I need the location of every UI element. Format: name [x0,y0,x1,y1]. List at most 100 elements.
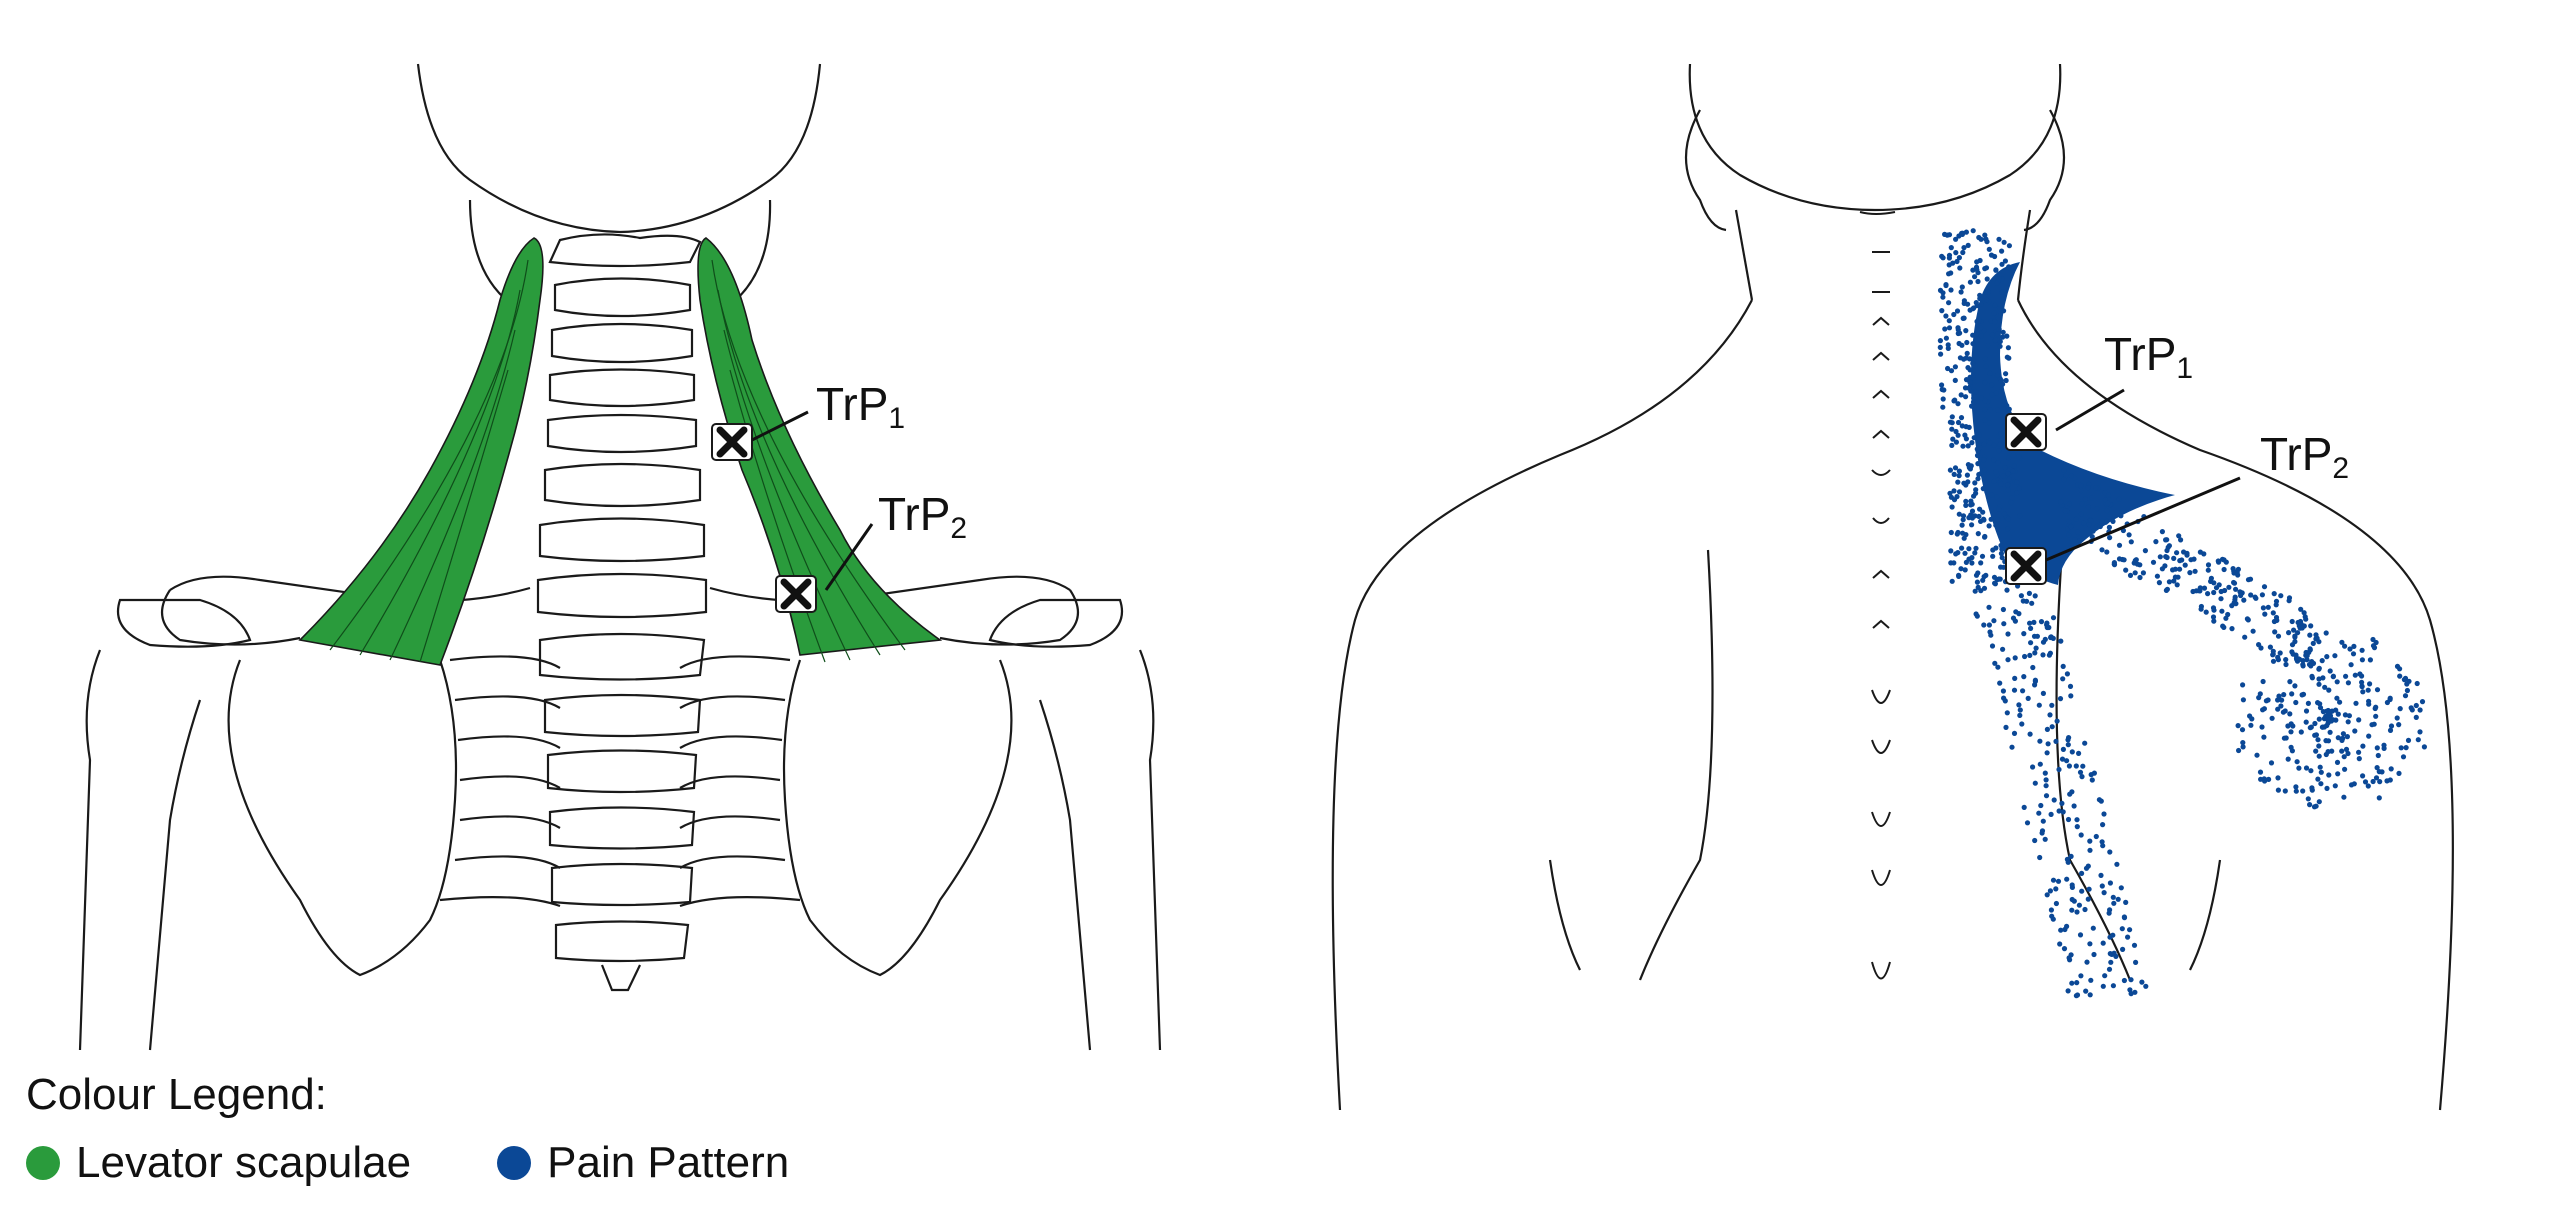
pain-dot [1977,257,1983,264]
pain-dot [1968,512,1974,518]
legend-swatch-pain-pattern [497,1146,532,1180]
pain-dot [2019,721,2025,727]
pain-dot [2119,926,2125,932]
pain-dot [2043,793,2050,799]
pain-dot [2088,977,2094,983]
pain-dot [1991,442,1997,448]
pain-dot [1943,335,1949,341]
pain-dot [2332,653,2338,659]
pain-dot [1995,460,2001,466]
vertebral-column [536,233,708,992]
pain-dot [2260,678,2266,685]
pain-dot [2211,589,2217,596]
pain-dot [1939,308,1945,314]
pain-dot [2001,564,2007,570]
pain-dot [2001,239,2007,245]
pain-dot [2006,455,2012,461]
pain-dot [1995,331,2001,337]
pain-dot [2296,765,2302,771]
pain-dot [2110,518,2116,525]
pain-dot [1976,513,1982,520]
pain-dot [2342,712,2348,718]
pain-dot [2260,605,2266,611]
pain-dot [1963,394,1969,400]
pain-dot [2315,776,2321,782]
pain-dot [2345,680,2351,686]
pain-dot [2017,712,2023,719]
pain-dot [2069,884,2075,891]
pain-dot [2324,654,2330,660]
pain-dot [2376,795,2382,801]
pain-dot [2298,729,2304,735]
pain-dot [2106,966,2113,972]
pain-dot [1939,386,1945,393]
pain-dot [2111,560,2117,566]
pain-dot [1942,326,1948,332]
pain-dot [1989,492,1995,498]
pain-dot [2060,663,2066,670]
hip-right [2189,859,2222,971]
pain-dot [2174,582,2180,588]
pain-dot [2001,510,2007,517]
pain-dot [2248,592,2254,598]
pain-dot [2356,717,2362,723]
acromion-left [116,598,252,648]
pain-dot [2057,941,2063,947]
pain-dot [1994,280,2000,286]
pain-dot [2310,640,2316,647]
pain-dot [2405,737,2412,744]
pain-dot [2065,988,2071,994]
pain-dot [2154,573,2160,579]
pain-dot [2403,745,2409,751]
pain-dot [2069,980,2075,986]
pain-dot [2105,500,2111,506]
pain-dot [2226,584,2232,590]
pain-dot [2078,511,2084,517]
trigger-point-1-label: TrP1 [816,378,905,435]
pain-dot [2267,644,2273,650]
pain-dot [1995,407,2001,413]
pain-dot [2337,699,2343,705]
pain-dot [2316,716,2322,722]
pain-dot [2032,593,2038,599]
pain-dot [2042,770,2048,776]
pain-dot [1961,535,1967,541]
pain-dot [2374,765,2380,771]
pain-dot [2318,781,2324,787]
pain-dot [2150,559,2157,565]
scapula-left [227,659,458,977]
pain-dot [1955,550,1961,556]
pain-dot [2010,468,2016,474]
pain-dot [1984,489,1990,495]
pain-dot [2050,916,2056,922]
pain-dot [2279,697,2285,703]
pain-dot [2203,609,2209,615]
pain-dot [1959,423,1965,429]
pain-dot [2316,676,2322,682]
clavicle-right [709,575,1080,646]
pain-dot [1986,246,1992,252]
pain-dot [2053,738,2059,745]
pain-dot [1970,332,1976,338]
pain-dot [2032,780,2038,786]
pain-dot [2283,735,2289,741]
pain-dot [1976,444,1983,451]
pain-dot [1969,508,1976,514]
pain-dot [1996,326,2002,332]
pain-dot [2370,778,2376,785]
legend-item-levator-scapulae: Levator scapulae [26,1138,411,1188]
pain-dot [2321,716,2327,722]
pain-dot [2024,598,2030,604]
pain-dot [1997,343,2003,349]
pain-dot [2343,746,2350,753]
pain-dot [1952,364,1958,370]
pain-dot [2256,642,2262,648]
pain-dot [2073,516,2079,523]
pain-dot [2083,865,2090,871]
pain-dot [1989,332,1995,338]
pain-dot [2261,734,2267,740]
pain-dot [1978,333,1984,339]
pain-dot [2030,764,2036,770]
pain-dot [2275,706,2281,712]
pain-dot [2171,555,2177,562]
